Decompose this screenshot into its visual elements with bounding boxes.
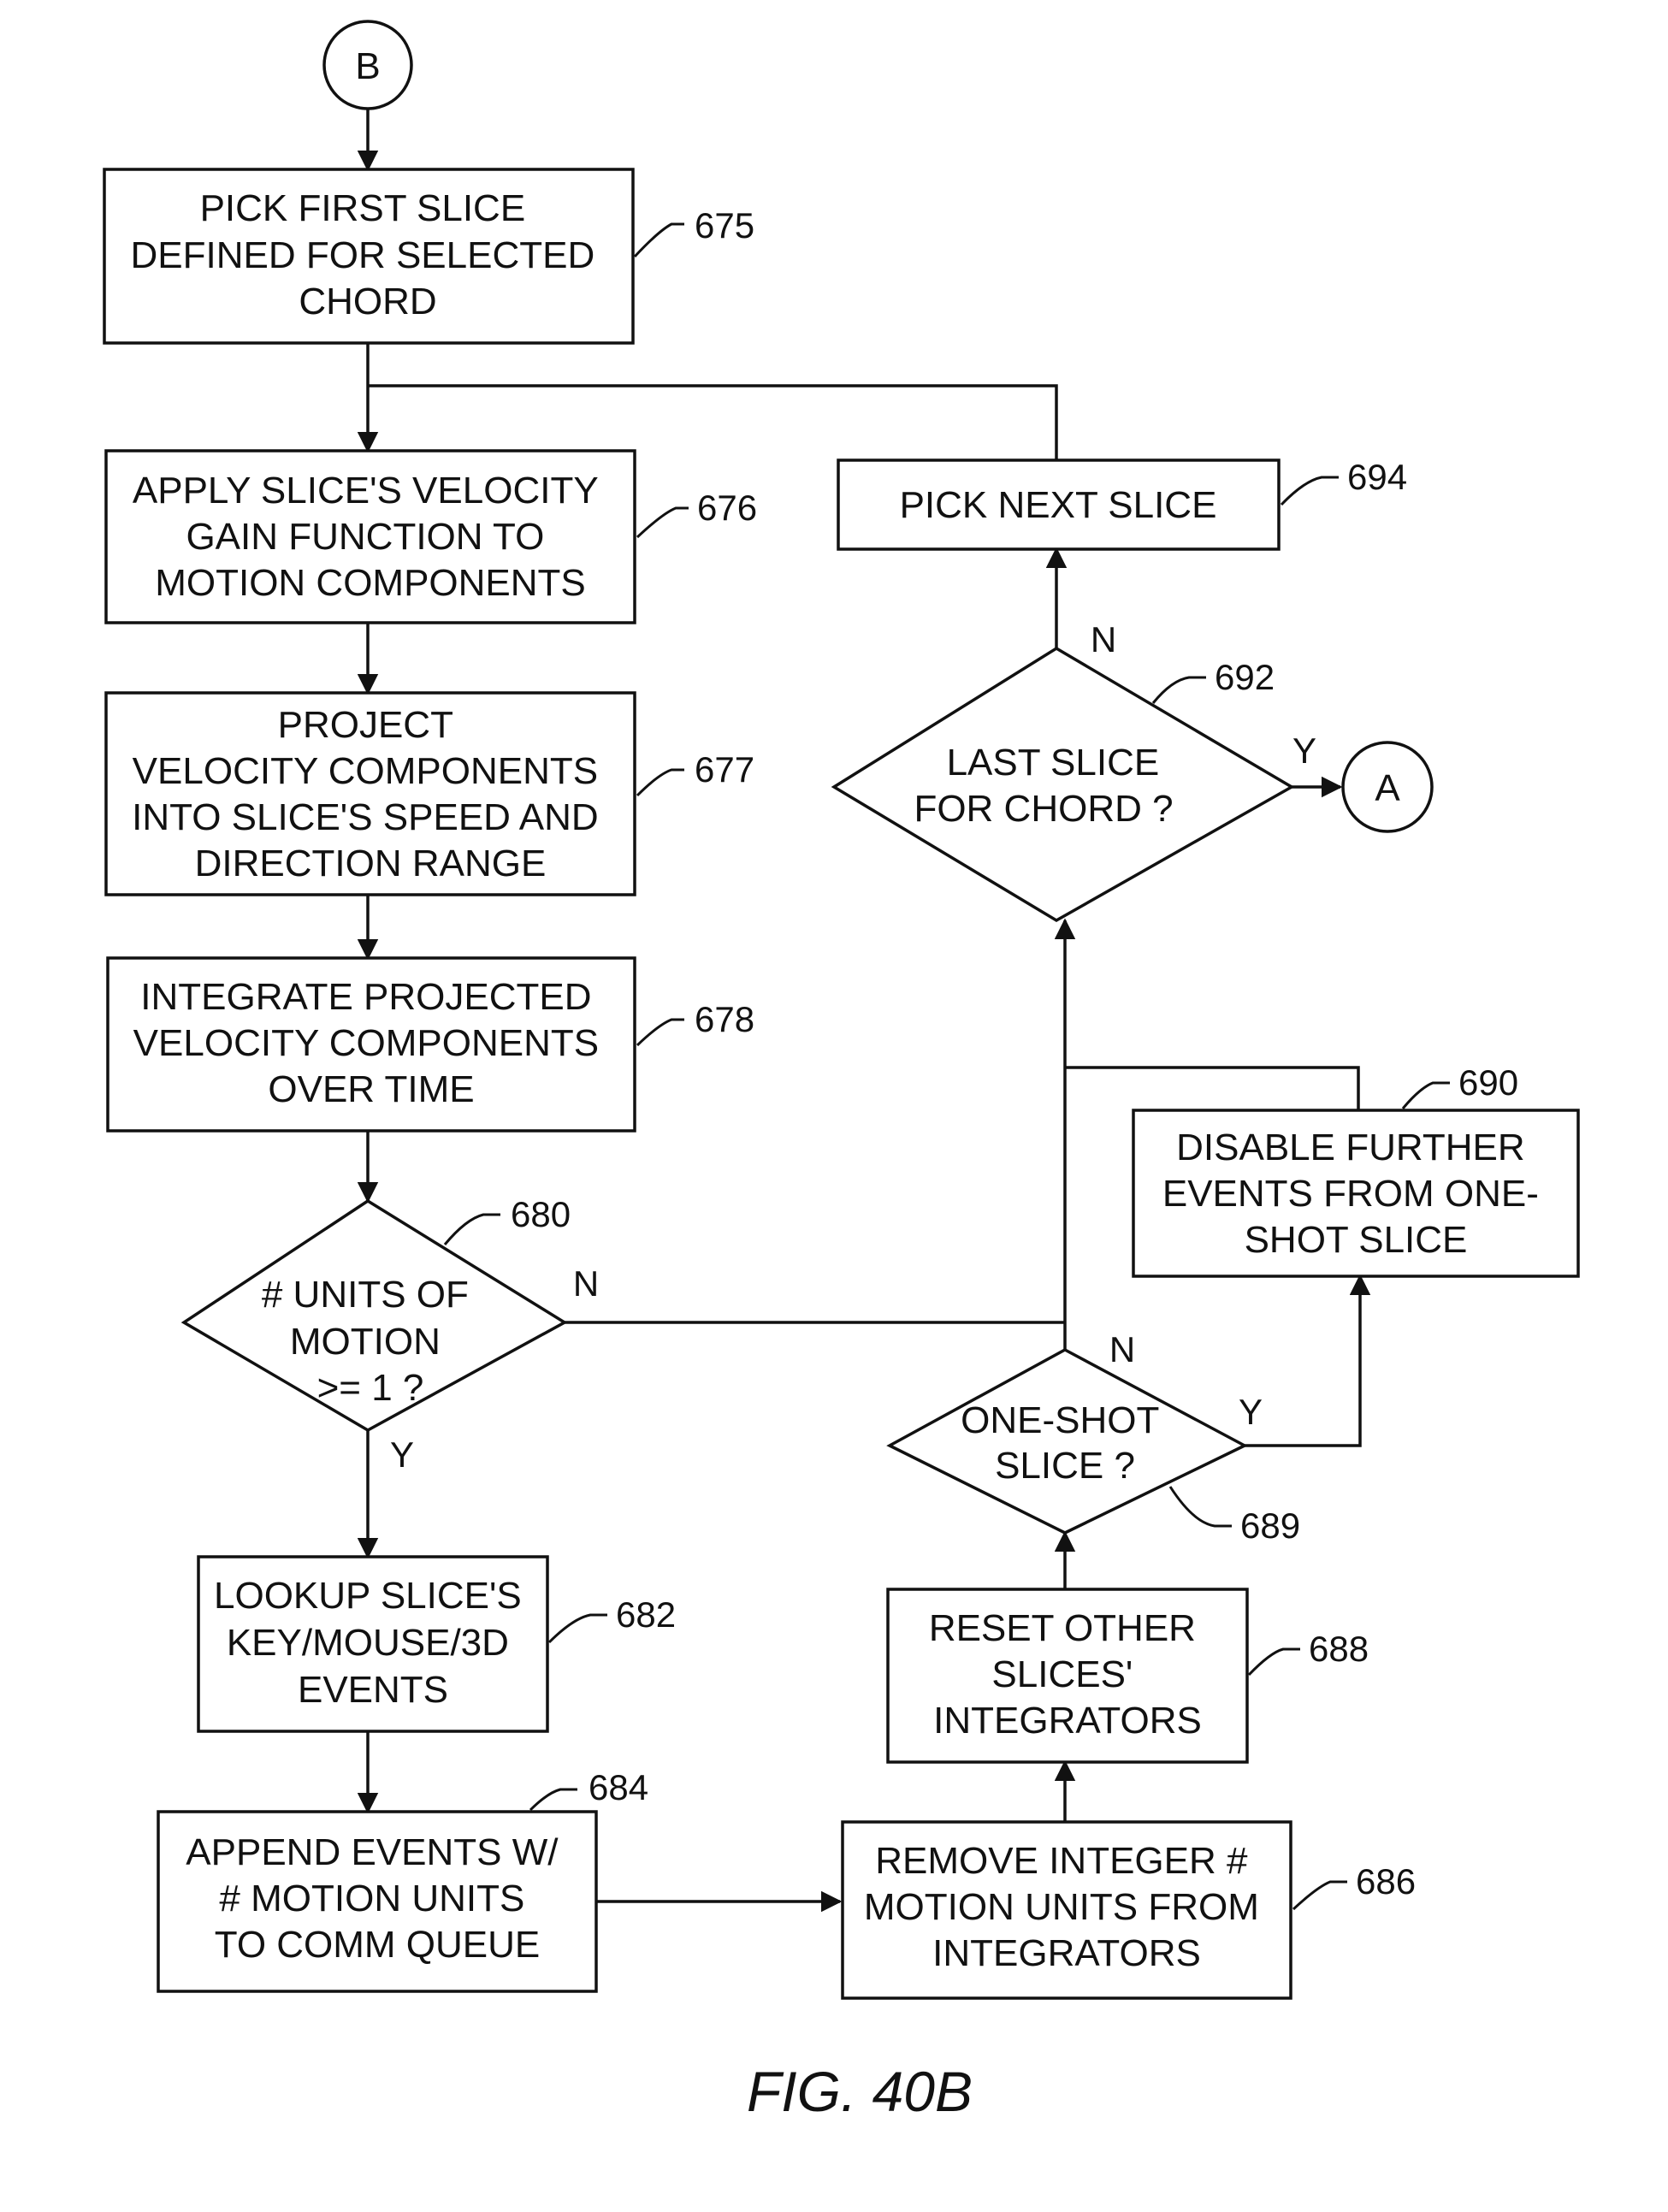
step-682: LOOKUP SLICE'S KEY/MOUSE/3D EVENTS <box>198 1557 547 1731</box>
decision-680-no-label: N <box>573 1263 599 1304</box>
step-676: APPLY SLICE'S VELOCITY GAIN FUNCTION TO … <box>106 451 635 623</box>
ref-689: 689 <box>1240 1505 1300 1546</box>
leader-678 <box>637 1020 684 1045</box>
ref-684: 684 <box>589 1767 648 1807</box>
ref-675: 675 <box>695 205 754 245</box>
step-690: DISABLE FURTHER EVENTS FROM ONE- SHOT SL… <box>1133 1110 1578 1276</box>
connector-b: B <box>324 21 411 109</box>
step-684: APPEND EVENTS W/ # MOTION UNITS TO COMM … <box>158 1812 596 1991</box>
step-677: PROJECT VELOCITY COMPONENTS INTO SLICE'S… <box>106 693 635 895</box>
ref-692: 692 <box>1215 657 1275 697</box>
ref-694: 694 <box>1347 457 1407 497</box>
decision-689-yes-label: Y <box>1239 1392 1263 1432</box>
step-675: PICK FIRST SLICE DEFINED FOR SELECTED CH… <box>104 169 633 343</box>
decision-692-no-label: N <box>1091 619 1116 659</box>
leader-688 <box>1249 1649 1300 1675</box>
ref-682: 682 <box>616 1594 676 1635</box>
decision-689: ONE-SHOT SLICE ? <box>890 1350 1245 1533</box>
step-684-text: APPEND EVENTS W/ # MOTION UNITS TO COMM … <box>186 1831 568 1966</box>
leader-690 <box>1403 1083 1450 1109</box>
connector-a: A <box>1343 742 1432 831</box>
connector-a-label: A <box>1375 767 1400 809</box>
ref-680: 680 <box>511 1194 571 1234</box>
ref-688: 688 <box>1309 1629 1369 1669</box>
ref-686: 686 <box>1356 1861 1416 1901</box>
step-688: RESET OTHER SLICES' INTEGRATORS <box>888 1589 1247 1762</box>
ref-678: 678 <box>695 999 754 1039</box>
leader-682 <box>549 1615 607 1642</box>
step-678: INTEGRATE PROJECTED VELOCITY COMPONENTS … <box>108 958 635 1131</box>
step-694: PICK NEXT SLICE <box>838 460 1279 549</box>
leader-677 <box>637 770 684 795</box>
decision-689-no-label: N <box>1109 1329 1135 1369</box>
flow-690-to-trunk <box>1065 1068 1358 1110</box>
leader-686 <box>1293 1882 1347 1909</box>
figure-caption: FIG. 40B <box>747 2060 973 2123</box>
leader-676 <box>637 508 689 537</box>
ref-676: 676 <box>697 488 757 528</box>
decision-692-yes-label: Y <box>1292 730 1316 771</box>
step-676-text: APPLY SLICE'S VELOCITY GAIN FUNCTION TO … <box>133 470 608 604</box>
flow-694-to-trunk <box>368 386 1056 460</box>
leader-692 <box>1153 677 1206 703</box>
ref-677: 677 <box>695 749 754 790</box>
leader-680 <box>445 1215 500 1245</box>
leader-694 <box>1281 477 1339 505</box>
step-694-text: PICK NEXT SLICE <box>900 484 1217 526</box>
connector-b-label: B <box>355 45 380 87</box>
leader-675 <box>635 224 684 257</box>
leader-689 <box>1170 1487 1232 1526</box>
ref-690: 690 <box>1458 1062 1518 1103</box>
step-686: REMOVE INTEGER # MOTION UNITS FROM INTEG… <box>843 1822 1291 1998</box>
leader-684 <box>530 1789 577 1810</box>
decision-680-yes-label: Y <box>390 1434 414 1475</box>
decision-680: # UNITS OF MOTION >= 1 ? <box>184 1201 565 1430</box>
